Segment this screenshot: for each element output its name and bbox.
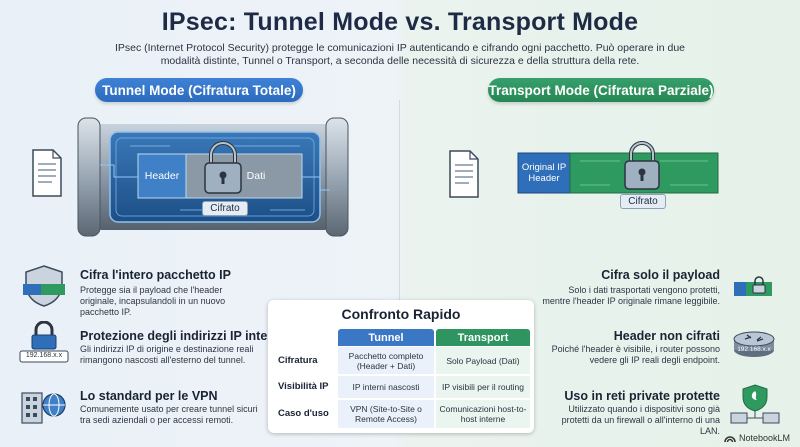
tunnel-data-segment: Dati — [246, 170, 266, 182]
tunnel-feature-3-title: Lo standard per le VPN — [80, 389, 218, 403]
router-icon — [733, 331, 775, 357]
transport-feature-1-title: Cifra solo il payload — [601, 268, 720, 282]
cell-tunnel-encryption: Pacchetto completo (Header + Dati) — [338, 347, 434, 374]
tunnel-mode-badge: Tunnel Mode (Cifratura Totale) — [95, 78, 303, 102]
cell-tunnel-ip-visibility: IP interni nascosti — [338, 376, 434, 398]
cell-transport-ip-visibility: IP visibili per il routing — [436, 376, 530, 398]
tunnel-feature-3-text: Comunemente usato per creare tunnel sicu… — [80, 404, 258, 425]
comparison-table: Confronto Rapido Tunnel Transport Cifrat… — [268, 300, 534, 433]
transport-mode-badge: Transport Mode (Cifratura Parziale) — [488, 78, 714, 102]
building-globe-icon — [21, 392, 66, 424]
notebooklm-logo-icon — [724, 435, 736, 442]
comparison-title: Confronto Rapido — [341, 306, 461, 322]
document-icon — [32, 149, 62, 197]
watermark-text: NotebookLM — [738, 433, 790, 443]
cell-transport-encryption: Solo Payload (Dati) — [436, 347, 530, 374]
tunnel-header-segment: Header — [144, 170, 180, 182]
transport-diagram — [449, 141, 719, 198]
document-icon — [449, 150, 479, 198]
page-title: IPsec: Tunnel Mode vs. Transport Mode — [161, 8, 639, 36]
cell-tunnel-use-case: VPN (Site-to-Site o Remote Access) — [338, 400, 434, 428]
lock-ip-icon — [19, 321, 69, 363]
notebooklm-watermark: NotebookLM — [724, 433, 790, 443]
column-header-transport: Transport — [436, 329, 530, 346]
ip-placeholder-label: 192.168.x.x — [25, 352, 63, 359]
router-ip-label: 192.168.x.x — [737, 346, 771, 353]
transport-encrypted-label: Cifrato — [620, 194, 666, 209]
center-divider — [399, 100, 400, 430]
padlock-icon — [204, 141, 242, 194]
transport-feature-2-text: Poiché l'header è visibile, i router pos… — [551, 344, 720, 365]
tunnel-feature-2-title: Protezione degli indirizzi IP interni — [80, 329, 284, 343]
tunnel-feature-1-text: Protegge sia il payload che l'header ori… — [80, 285, 226, 317]
padlock-icon — [624, 141, 660, 190]
tunnel-diagram — [32, 117, 349, 237]
firewall-lan-icon — [730, 384, 780, 424]
tunnel-feature-1-title: Cifra l'intero pacchetto IP — [80, 268, 231, 282]
cell-transport-use-case: Comunicazioni host-to-host interne — [436, 400, 530, 428]
tunnel-encrypted-label: Cifrato — [202, 201, 248, 216]
row-label-use-case: Caso d'uso — [278, 408, 329, 419]
transport-feature-1-text: Solo i dati trasportati vengono protetti… — [542, 285, 720, 306]
tunnel-feature-2-text: Gli indirizzi IP di origine e destinazio… — [80, 344, 254, 365]
transport-header-segment: Original IP Header — [521, 162, 567, 184]
row-label-ip-visibility: Visibilità IP — [278, 381, 329, 392]
packet-lock-icon — [734, 276, 772, 296]
shield-packet-icon — [23, 265, 65, 307]
column-header-tunnel: Tunnel — [338, 329, 434, 346]
transport-feature-3-title: Uso in reti private protette — [564, 389, 720, 403]
transport-feature-2-title: Header non cifrati — [613, 329, 720, 343]
transport-feature-3-text: Utilizzato quando i dispositivi sono già… — [561, 404, 720, 436]
row-label-encryption: Cifratura — [278, 354, 318, 366]
page-subtitle: IPsec (Internet Protocol Security) prote… — [114, 42, 686, 67]
